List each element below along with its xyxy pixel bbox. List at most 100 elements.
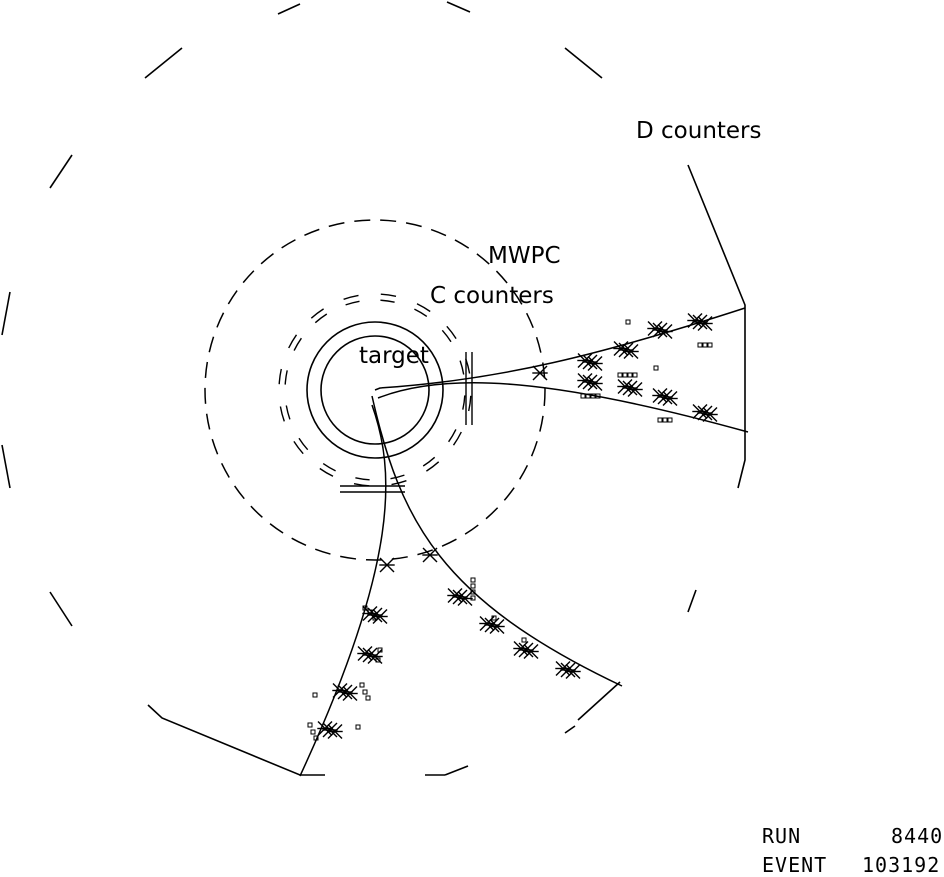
square-hit <box>377 647 383 653</box>
square-hit <box>470 577 476 583</box>
target-outer-circle <box>306 321 444 459</box>
square-hit <box>470 595 476 601</box>
square-hit <box>375 657 381 663</box>
square-hit <box>367 609 373 615</box>
square-hit <box>632 372 638 378</box>
c-counter-arc <box>284 370 288 385</box>
square-hit <box>313 735 319 741</box>
c-counter-arc <box>288 334 298 349</box>
c-counter-arc <box>322 463 336 472</box>
c-counter-arc <box>298 437 309 451</box>
c-counters-label: C counters <box>430 283 554 309</box>
mwpc-circle <box>204 219 546 561</box>
c-counter-arc <box>314 313 328 324</box>
outer-boundary-segment <box>49 591 73 627</box>
c-counter-arc <box>441 329 452 343</box>
square-hit <box>365 695 371 701</box>
c-counter-arc <box>319 467 334 477</box>
square-hit <box>312 692 318 698</box>
c-counter-arc <box>310 308 324 319</box>
c-counter-arc <box>422 456 436 467</box>
event-label: EVENT <box>762 853 828 877</box>
d-counters-label: D counters <box>636 118 762 144</box>
c-counter-arc <box>380 299 395 303</box>
c-counter-arc <box>278 368 282 385</box>
track-lower-right <box>377 381 749 433</box>
event-value: 103192 <box>862 853 941 877</box>
square-hit <box>362 605 368 611</box>
c-counter-arc <box>416 303 431 313</box>
target-label: target <box>359 343 429 369</box>
c-counter-arc <box>459 360 465 375</box>
outer-boundary-segment <box>564 725 576 734</box>
outer-boundary <box>1 1 746 776</box>
c-counter-arc <box>462 395 466 410</box>
c-counter-arc <box>414 308 428 317</box>
square-hit <box>653 365 659 371</box>
tracks <box>299 307 749 777</box>
c-counter-arc <box>279 406 285 422</box>
c-counter-arc <box>293 441 304 455</box>
square-hit <box>697 342 703 348</box>
outer-boundary-segment <box>687 589 697 613</box>
run-value: 8440 <box>891 824 944 848</box>
square-hit <box>359 682 365 688</box>
c-counter-arc <box>426 461 440 472</box>
square-hit <box>372 615 378 621</box>
c-counter-ring <box>278 293 472 487</box>
target-inner-circle <box>320 335 430 445</box>
outer-boundary-segment <box>446 1 471 13</box>
c-counter-arc <box>345 300 360 306</box>
track-lower-left <box>299 404 387 777</box>
square-hit <box>585 393 591 399</box>
calorimeter-hits <box>307 319 713 741</box>
c-counter-arc <box>355 477 370 481</box>
c-counter-arc <box>390 474 405 480</box>
outer-boundary-segment <box>1 291 11 336</box>
square-hit <box>617 372 623 378</box>
square-hit <box>595 393 601 399</box>
square-hit <box>355 724 361 730</box>
square-hit <box>590 393 596 399</box>
square-hit <box>470 589 476 595</box>
d-counter-edge <box>147 704 325 776</box>
run-label: RUN <box>762 824 802 848</box>
c-counter-arc <box>391 480 407 486</box>
target <box>306 321 444 459</box>
square-hit <box>707 342 713 348</box>
c-counter-arc <box>380 293 397 297</box>
mwpc-label: MWPC <box>488 243 561 269</box>
square-hit <box>362 689 368 695</box>
outer-boundary-segment <box>564 47 603 79</box>
c-counter-arc <box>343 294 359 300</box>
d-counter-edge <box>687 164 746 489</box>
c-counter-arc <box>452 431 462 446</box>
square-hit <box>657 417 663 423</box>
outer-boundary-segment <box>1 444 11 489</box>
square-hit <box>580 393 586 399</box>
square-hit <box>521 637 527 643</box>
square-hit <box>310 729 316 735</box>
c-counter-arc <box>285 405 291 420</box>
square-hit <box>307 722 313 728</box>
track-lower-center <box>371 395 623 687</box>
d-counter-edge <box>577 681 621 721</box>
square-hit <box>622 372 628 378</box>
square-hit <box>470 583 476 589</box>
square-hit <box>702 342 708 348</box>
c-counter-arc <box>468 395 472 412</box>
square-hit <box>662 417 668 423</box>
outer-boundary-segment <box>49 154 73 189</box>
outer-boundary-segment <box>144 47 183 79</box>
square-hit <box>667 417 673 423</box>
c-counter-arc <box>448 429 457 443</box>
c-counter-arc <box>293 337 302 351</box>
square-hit <box>627 372 633 378</box>
track-hits <box>317 313 718 739</box>
c-counter-arc <box>446 325 457 339</box>
c-counter-bars <box>340 352 473 493</box>
outer-boundary-segment <box>277 3 301 15</box>
outer-boundary-segment <box>444 765 469 776</box>
